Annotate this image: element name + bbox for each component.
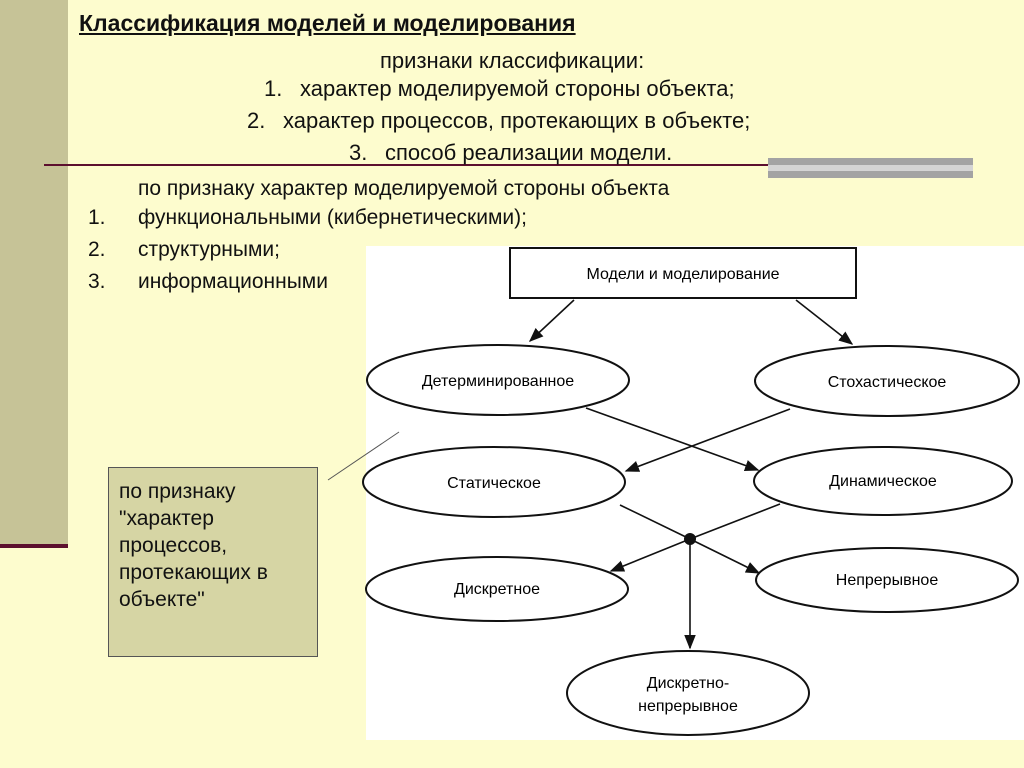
criteria-text: способ реализации модели.: [385, 140, 673, 165]
dynamic-label: Динамическое: [829, 473, 937, 490]
criteria-number: 3.: [349, 140, 368, 165]
criteria-item: 3. способ реализации модели.: [349, 140, 672, 166]
criteria-item: 1. характер моделируемой стороны объекта;: [264, 76, 735, 102]
discrete-label: Дискретное: [454, 581, 540, 598]
criteria-item: 2. характер процессов, протекающих в объе…: [247, 108, 750, 134]
feature-number: 1.: [88, 206, 106, 229]
arrow-root-to-deterministic: [528, 299, 575, 342]
arrow-node-to-continuous: [689, 538, 761, 574]
criteria-number: 1.: [264, 76, 283, 101]
arrow-stochastic-to-static: [624, 408, 791, 472]
feature-text: структурными;: [138, 238, 280, 261]
connector-static-to-node: [619, 504, 691, 540]
criteria-number: 2.: [247, 108, 266, 133]
feature-text: функциональными (кибернетическими);: [138, 206, 527, 229]
discrete-node: [365, 556, 629, 622]
feature-title: по признаку характер моделируемой сторон…: [138, 177, 670, 200]
criteria-text: характер моделируемой стороны объекта;: [300, 76, 735, 101]
slide-title: Классификация моделей и моделирования: [79, 10, 576, 36]
deterministic-label: Детерминированное: [422, 373, 574, 390]
feature-number: 2.: [88, 238, 106, 261]
deterministic-node: [366, 344, 630, 416]
root-box: [509, 247, 857, 299]
side-accent-line: [0, 544, 68, 548]
side-bar: [0, 0, 68, 545]
callout-pointer-line: [327, 431, 400, 481]
dynamic-node: [753, 446, 1013, 516]
arrow-node-to-discrete: [609, 538, 691, 572]
callout-box: по признаку "характер процессов, протека…: [108, 467, 318, 657]
criteria-title: признаки классификации:: [380, 48, 645, 73]
continuous-label: Непрерывное: [836, 572, 939, 589]
stochastic-node: [754, 345, 1020, 417]
feature-number: 3.: [88, 270, 106, 293]
arrow-deterministic-to-dynamic: [585, 407, 760, 472]
title-divider: [44, 164, 774, 166]
discrete-continuous-label-line1: Дискретно-: [647, 675, 729, 692]
divider-gray-band: [768, 158, 973, 178]
stochastic-label: Стохастическое: [828, 374, 947, 391]
callout-text: по признаку "характер процессов, протека…: [119, 480, 268, 611]
criteria-text: характер процессов, протекающих в объект…: [283, 108, 751, 133]
root-label: Модели и моделирование: [586, 266, 779, 283]
arrow-root-to-stochastic: [795, 299, 854, 345]
feature-text: информационными: [138, 270, 328, 293]
junction-node: [684, 533, 696, 545]
static-node: [362, 446, 626, 518]
continuous-node: [755, 547, 1019, 613]
discrete-continuous-label-line2: непрерывное: [638, 698, 738, 715]
static-label: Статическое: [447, 475, 541, 492]
connector-dynamic-to-node: [689, 503, 781, 540]
discrete-continuous-node: [566, 650, 810, 736]
